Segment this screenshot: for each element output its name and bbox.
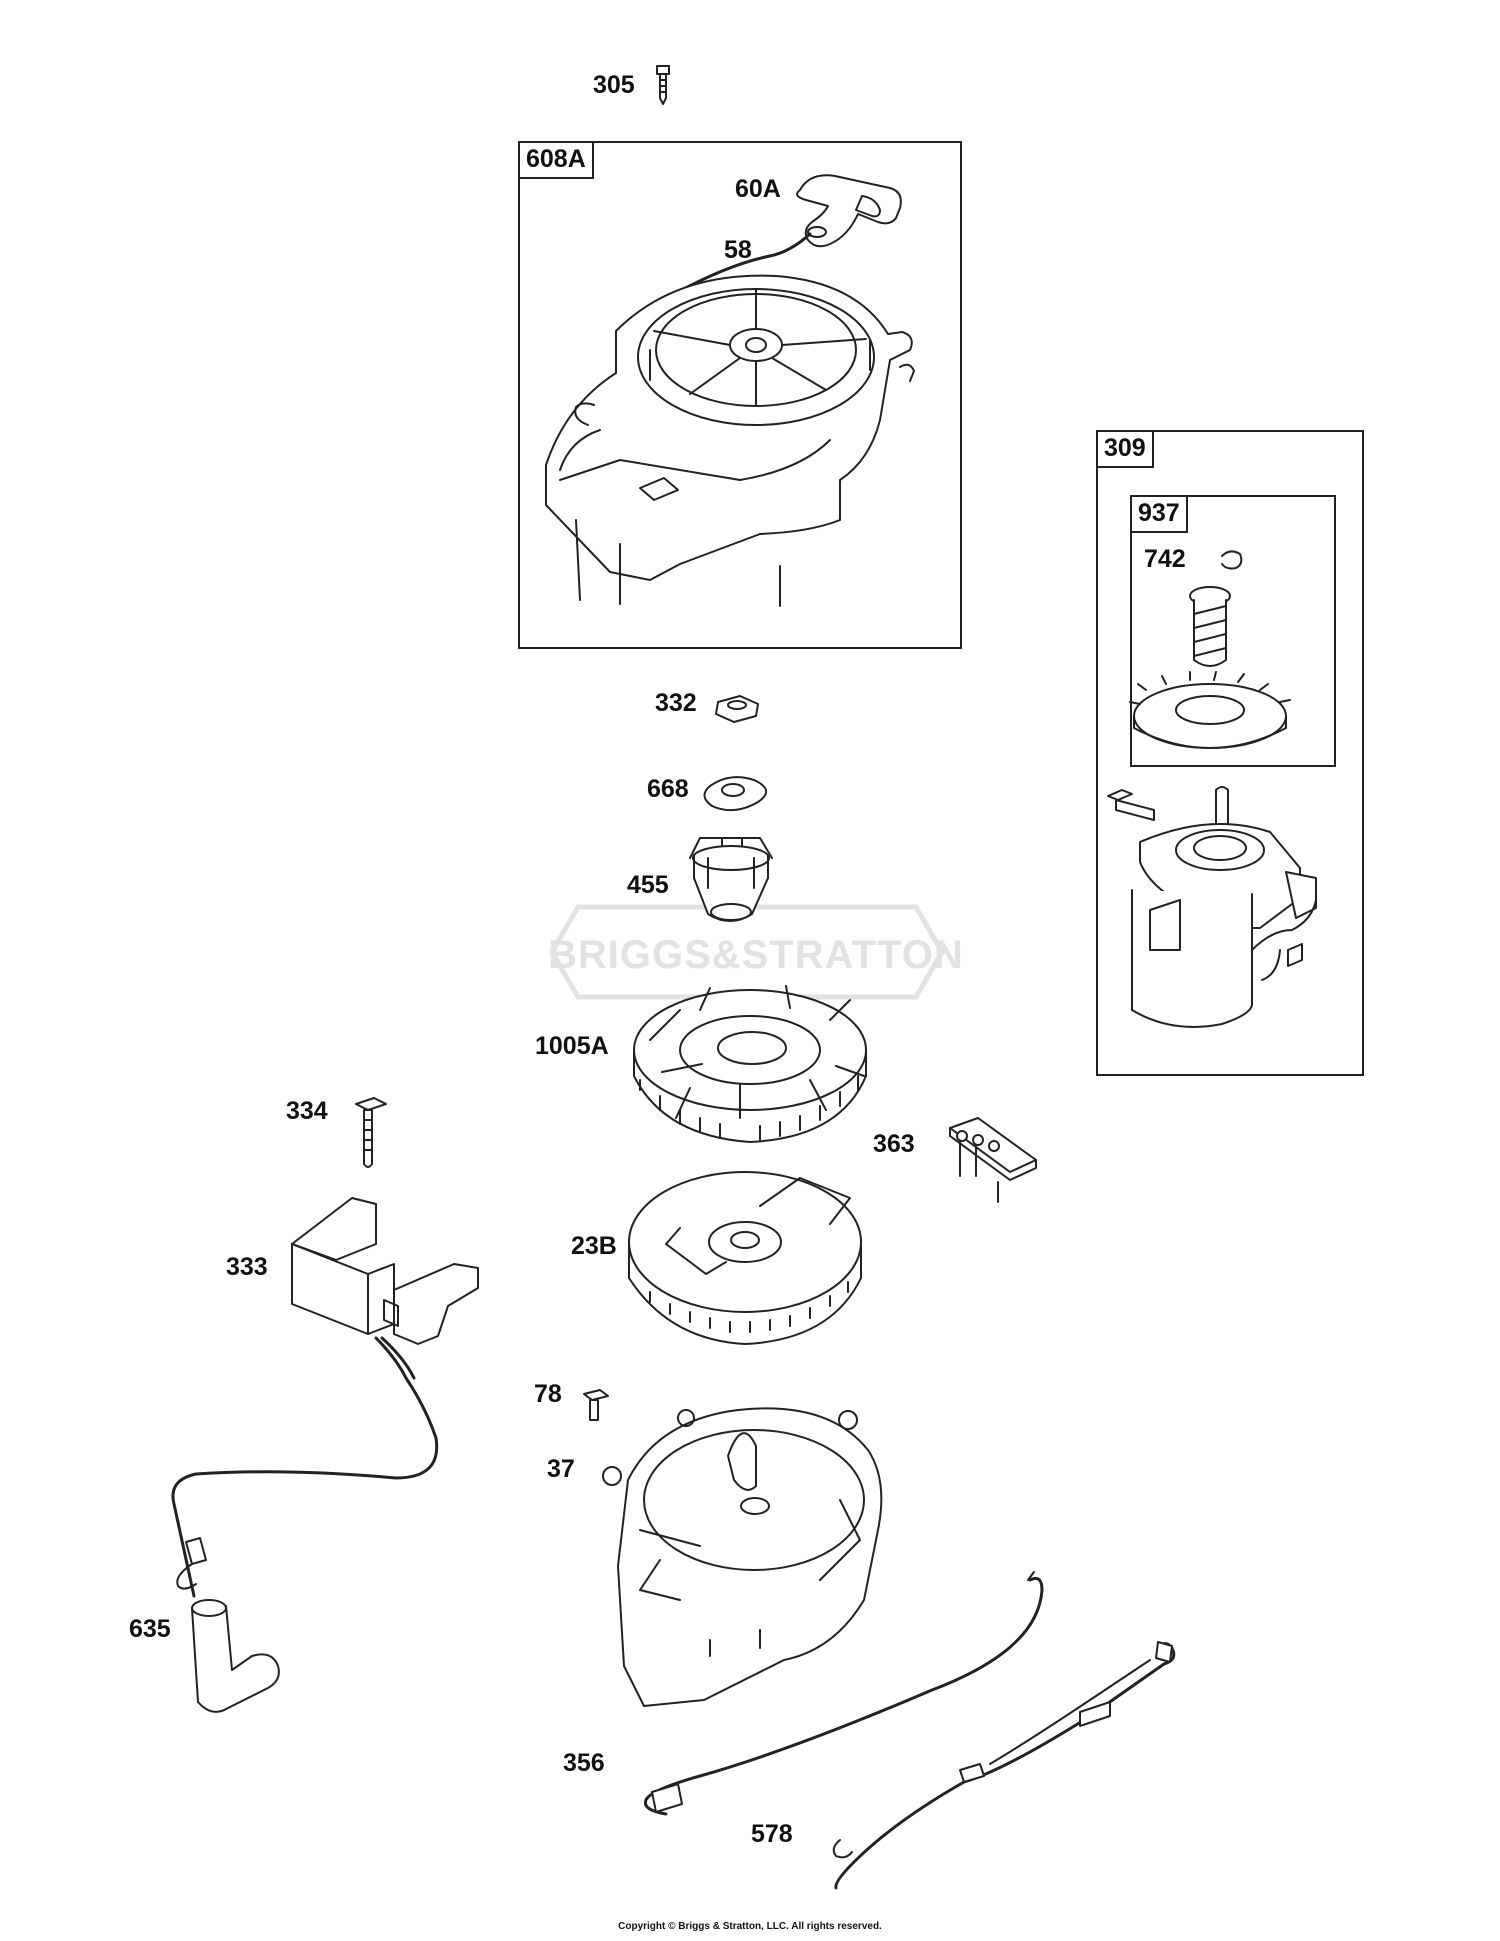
blower-housing-37 <box>602 1407 883 1707</box>
e-clip-742 <box>1221 550 1243 570</box>
bracket-363 <box>949 1117 1037 1203</box>
callout-60A: 60A <box>735 175 781 203</box>
bolt-78 <box>583 1389 609 1421</box>
briggs-stratton-watermark: BRIGGS&STRATTON <box>548 903 964 1001</box>
watermark-text: BRIGGS&STRATTON <box>548 933 964 977</box>
callout-333: 333 <box>226 1253 268 1281</box>
callout-78: 78 <box>534 1380 562 1408</box>
callout-23B: 23B <box>571 1232 617 1260</box>
callout-305: 305 <box>593 71 635 99</box>
callout-608A: 608A <box>518 141 594 179</box>
starter-cup-455 <box>689 837 773 922</box>
starter-motor-309 <box>1107 786 1317 1028</box>
callout-356: 356 <box>563 1749 605 1777</box>
fan-1005A <box>633 985 867 1143</box>
callout-635: 635 <box>129 1615 171 1643</box>
callout-1005A: 1005A <box>535 1032 609 1060</box>
nut-332 <box>715 695 759 723</box>
spark-plug-boot-635 <box>191 1599 280 1713</box>
assembly-box-309 <box>1096 430 1364 1076</box>
copyright-notice: Copyright © Briggs & Stratton, LLC. All … <box>618 1921 882 1932</box>
callout-363: 363 <box>873 1130 915 1158</box>
bolt-305 <box>656 65 670 105</box>
callout-455: 455 <box>627 871 669 899</box>
callout-937: 937 <box>1130 495 1188 533</box>
callout-332: 332 <box>655 689 697 717</box>
callout-334: 334 <box>286 1097 328 1125</box>
callout-37: 37 <box>547 1455 575 1483</box>
callout-578: 578 <box>751 1820 793 1848</box>
flywheel-23B <box>628 1171 862 1345</box>
washer-668 <box>703 776 767 812</box>
ignition-armature-333 <box>171 1197 479 1598</box>
bolt-334 <box>355 1097 387 1168</box>
assembly-box-937 <box>1130 495 1336 767</box>
rewind-starter-608A <box>545 274 915 607</box>
starter-handle-60A <box>796 174 902 248</box>
wire-harness-578 <box>832 1641 1176 1890</box>
ground-wire-356 <box>643 1571 1044 1816</box>
starter-rope-58 <box>676 232 812 294</box>
worm-gear-937 <box>1129 586 1291 749</box>
callout-742: 742 <box>1144 545 1186 573</box>
callout-668: 668 <box>647 775 689 803</box>
assembly-box-608A <box>518 141 962 649</box>
callout-309: 309 <box>1096 430 1154 468</box>
callout-58: 58 <box>724 236 752 264</box>
